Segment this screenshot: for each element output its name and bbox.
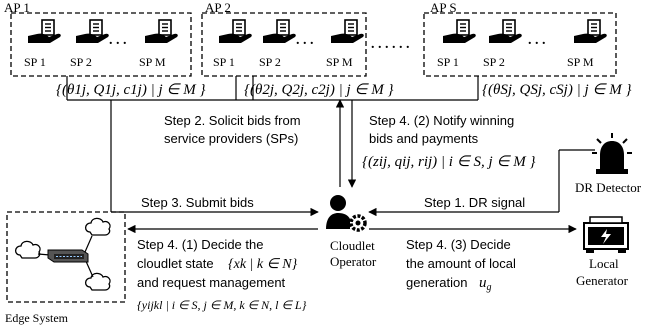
ap-ellipsis: . . . . . . <box>371 37 410 52</box>
ap-label: AP S <box>430 0 457 15</box>
step4-1-label: Step 4. (1) Decide the <box>137 237 263 252</box>
sp-label: SP M <box>567 55 594 69</box>
hand-holding-server-icon <box>573 19 608 44</box>
bid-set-aps: {(θSj, QSj, cSj) | j ∈ M } <box>482 82 631 98</box>
edge-system-box <box>6 211 126 303</box>
sp-label: SP M <box>139 55 166 69</box>
step4-1-label: cloudlet state <box>137 256 214 271</box>
sp-label: SP 1 <box>213 55 235 69</box>
sp-label: SP 1 <box>24 55 46 69</box>
step4-1-label: and request management <box>137 275 286 290</box>
sp-label: SP 2 <box>259 55 281 69</box>
step3-path <box>110 100 319 217</box>
sp-ellipsis: . . . <box>296 33 314 48</box>
step4-3-label: Step 4. (3) Decide <box>406 237 511 252</box>
ap-box-2 <box>201 12 367 77</box>
step4-3-label: the amount of local <box>406 256 516 271</box>
sp-label: SP M <box>326 55 353 69</box>
step4-3-label: generation <box>406 275 467 290</box>
local-generation-var: ug <box>479 275 492 293</box>
hand-holding-server-icon <box>27 19 62 44</box>
bid-collection-lines <box>66 76 479 101</box>
hand-holding-server-icon <box>218 19 253 44</box>
request-mgmt-set: {yijkl | i ∈ S, j ∈ M, k ∈ N, l ∈ L} <box>137 298 307 312</box>
alarm-siren-icon <box>592 133 632 174</box>
edge-system-label: Edge System <box>5 311 69 325</box>
local-generator-label: Local <box>589 256 619 271</box>
step1-path <box>368 149 595 217</box>
step2-label: service providers (SPs) <box>164 131 298 146</box>
step2-label: Step 2. Solicit bids from <box>164 113 301 128</box>
hand-holding-server-icon <box>442 19 477 44</box>
ap-label: AP 1 <box>4 0 30 15</box>
power-generator-icon <box>583 216 629 253</box>
dr-detector-label: DR Detector <box>575 180 642 195</box>
ap-label: AP 2 <box>205 0 231 15</box>
local-generator-label: Generator <box>576 273 629 288</box>
notify-set: {(zij, qij, rij) | i ∈ S, j ∈ M } <box>362 154 536 170</box>
cloudlet-state-set: {xk | k ∈ N} <box>228 257 298 272</box>
ap-box-1 <box>10 12 192 77</box>
step4-2-label: bids and payments <box>369 131 479 146</box>
hand-holding-server-icon <box>488 19 523 44</box>
hand-holding-server-icon <box>75 19 110 44</box>
sp-label: SP 1 <box>437 55 459 69</box>
step4-2-label: Step 4. (2) Notify winning <box>369 113 514 128</box>
sp-ellipsis: . . . <box>109 33 127 48</box>
user-gear-icon <box>326 195 367 232</box>
bid-set-ap1: {(θ1j, Q1j, c1j) | j ∈ M } <box>56 82 205 98</box>
cloud-network-switch-icon <box>14 217 111 291</box>
step3-label: Step 3. Submit bids <box>141 195 254 210</box>
operator-label: Cloudlet <box>330 238 375 253</box>
sp-label: SP 2 <box>483 55 505 69</box>
sp-label: SP 2 <box>70 55 92 69</box>
bid-set-ap2: {(θ2j, Q2j, c2j) | j ∈ M } <box>244 82 393 98</box>
operator-label: Operator <box>330 254 377 269</box>
ap-box-s <box>423 12 617 77</box>
step1-label: Step 1. DR signal <box>424 195 525 210</box>
hand-holding-server-icon <box>262 19 297 44</box>
hand-holding-server-icon <box>330 19 365 44</box>
sp-ellipsis: . . . <box>528 33 546 48</box>
hand-holding-server-icon <box>144 19 179 44</box>
